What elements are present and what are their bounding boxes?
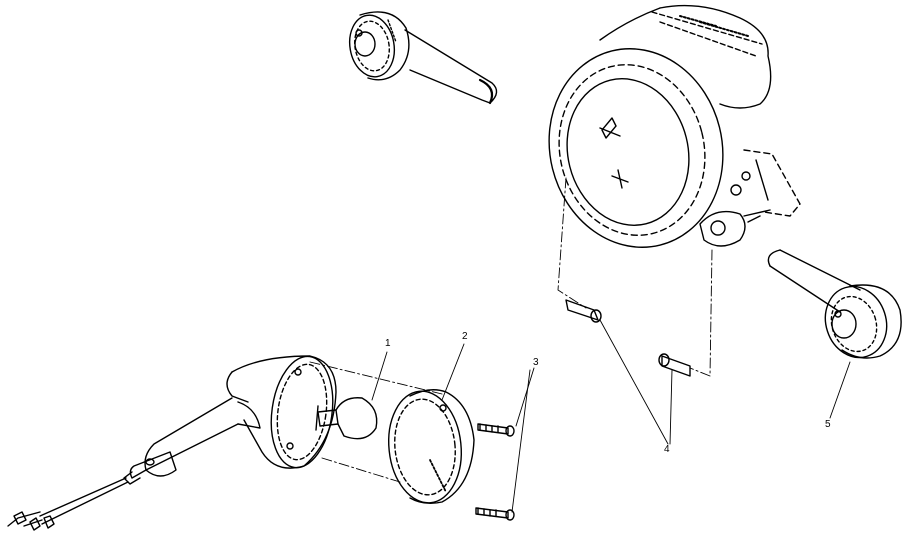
mounting-bolt-lower xyxy=(658,353,691,377)
turn-signal-lens xyxy=(388,389,475,505)
headlight-assembly xyxy=(548,4,801,377)
callout-2: 2 xyxy=(462,331,468,342)
callout-3: 3 xyxy=(533,357,539,368)
callout-leaders xyxy=(371,319,851,513)
callout-5: 5 xyxy=(825,419,831,430)
lens-screw-upper xyxy=(477,423,515,437)
lens-screw-lower xyxy=(475,507,515,521)
front-left-turn-signal xyxy=(348,11,498,105)
callout-1: 1 xyxy=(385,338,391,349)
front-right-turn-signal xyxy=(767,249,902,359)
callout-4: 4 xyxy=(664,444,670,455)
turn-signal-housing xyxy=(7,355,443,531)
turn-signal-bulb xyxy=(315,397,378,440)
mounting-bolt-upper xyxy=(565,299,602,323)
